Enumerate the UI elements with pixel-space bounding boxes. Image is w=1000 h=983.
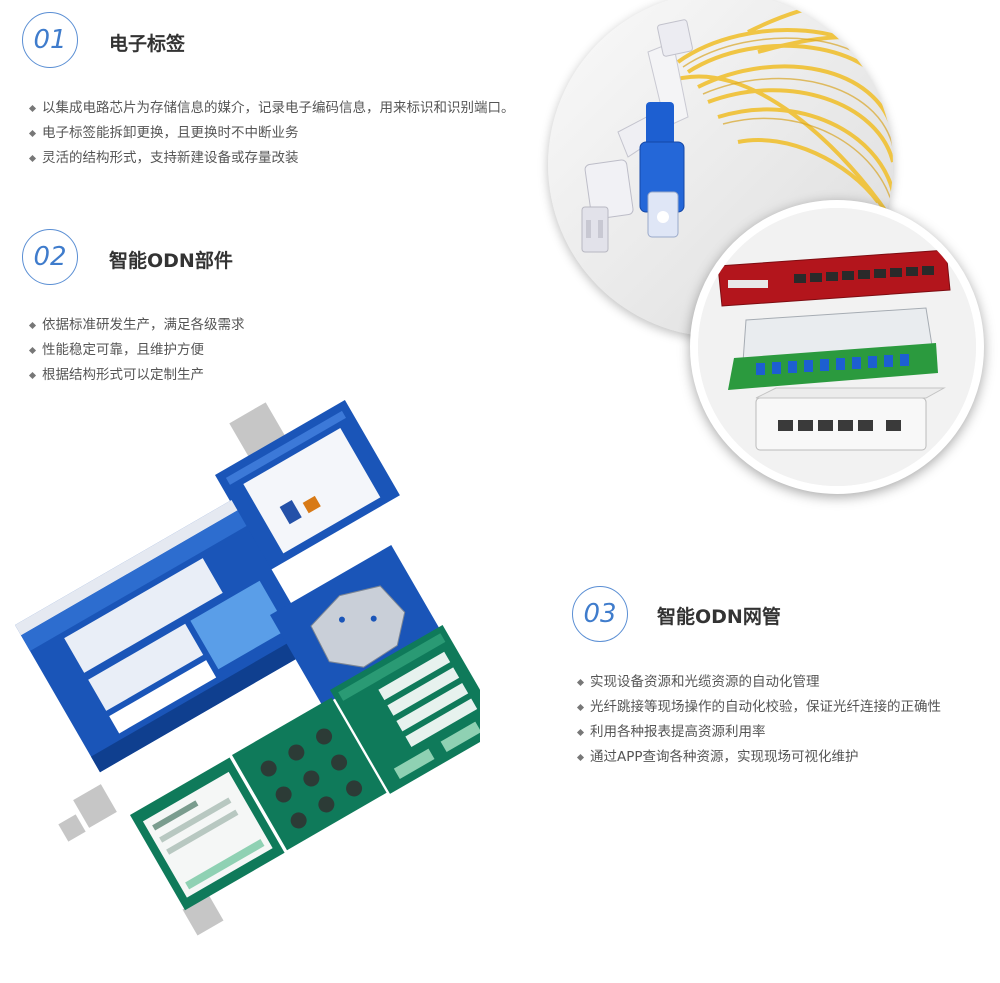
odn-devices-photo [690, 200, 984, 494]
bullet-item: 电子标签能拆卸更换，且更换时不中断业务 [30, 121, 515, 146]
bullet-list: 以集成电路芯片为存储信息的媒介，记录电子编码信息，用来标识和识别端口。 电子标签… [30, 96, 515, 171]
white-junction-box-icon [755, 387, 946, 451]
section-number-badge: 03 [572, 586, 628, 642]
bullet-item: 通过APP查询各种资源，实现现场可视化维护 [578, 745, 941, 770]
red-switch-icon [717, 249, 951, 307]
section-title: 智能ODN部件 [109, 250, 233, 272]
blue-sc-connector-icon [639, 102, 685, 238]
screenshot-tiles [15, 400, 503, 936]
section-title: 电子标签 [109, 33, 186, 55]
bullet-item: 依据标准研发生产，满足各级需求 [30, 313, 245, 338]
fiber-module-icon [728, 307, 938, 390]
bullet-list: 依据标准研发生产，满足各级需求 性能稳定可靠，且维护方便 根据结构形式可以定制生… [30, 313, 245, 388]
bullet-item: 根据结构形式可以定制生产 [30, 363, 245, 388]
section-number-badge: 01 [22, 12, 78, 68]
bullet-item: 性能稳定可靠，且维护方便 [30, 338, 245, 363]
section-title: 智能ODN网管 [657, 606, 781, 628]
bullet-item: 实现设备资源和光缆资源的自动化管理 [578, 670, 941, 695]
bullet-item: 利用各种报表提高资源利用率 [578, 720, 941, 745]
odn-hardware-illustration [698, 208, 976, 486]
bullet-item: 光纤跳接等现场操作的自动化校验，保证光纤连接的正确性 [578, 695, 941, 720]
bullet-item: 灵活的结构形式，支持新建设备或存量改装 [30, 146, 515, 171]
bullet-item: 以集成电路芯片为存储信息的媒介，记录电子编码信息，用来标识和识别端口。 [30, 96, 515, 121]
bullet-list: 实现设备资源和光缆资源的自动化管理 光纤跳接等现场操作的自动化校验，保证光纤连接… [578, 670, 941, 770]
software-screenshot-collage [0, 400, 503, 960]
section-number-badge: 02 [22, 229, 78, 285]
